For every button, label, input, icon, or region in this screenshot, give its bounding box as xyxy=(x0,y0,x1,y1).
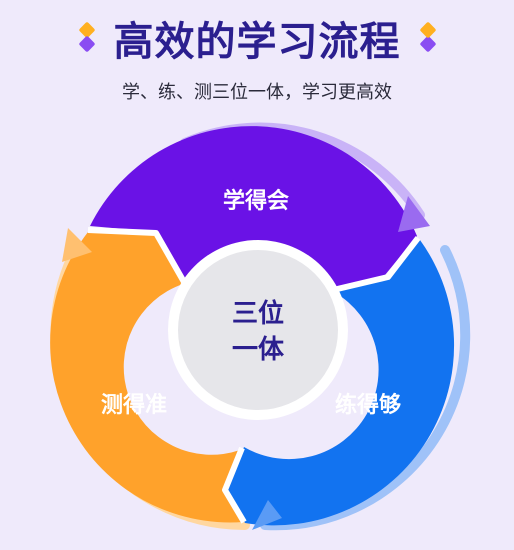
center-label-line1: 三位 xyxy=(232,298,284,329)
page-subtitle: 学、练、测三位一体，学习更高效 xyxy=(122,82,392,103)
arrow-head-icon-purple xyxy=(398,196,430,232)
center-circle xyxy=(178,250,338,410)
page-title: 高效的学习流程 xyxy=(113,19,401,65)
arrow-head-icon-orange xyxy=(62,228,92,262)
arrow-head-icon-blue xyxy=(252,500,282,530)
segment-label-practice: 练得够 xyxy=(335,392,401,418)
segment-test xyxy=(50,232,243,523)
separator-bottom xyxy=(222,446,247,524)
separator-right xyxy=(332,236,421,293)
separator-top-left xyxy=(87,227,187,284)
segment-label-test: 测得准 xyxy=(101,392,167,418)
center-label-line2: 一体 xyxy=(232,335,285,365)
ring-trail-blue xyxy=(260,245,471,531)
segment-practice xyxy=(226,240,455,526)
segment-label-learn: 学得会 xyxy=(223,188,289,214)
segment-learn xyxy=(90,126,417,289)
header: 高效的学习流程 xyxy=(0,8,514,68)
